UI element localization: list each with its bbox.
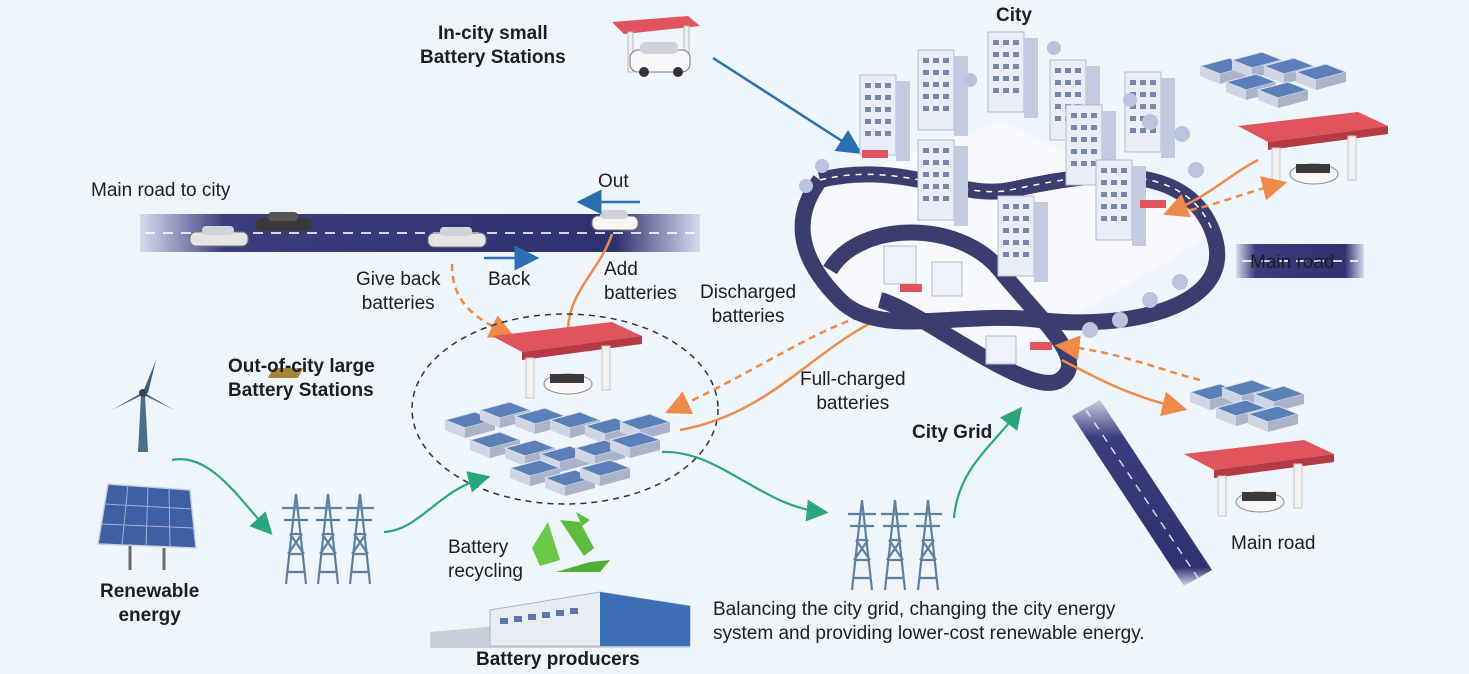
station-to-grid-arrow <box>661 450 829 522</box>
back-label: Back <box>488 269 531 290</box>
parking-mark <box>267 368 304 378</box>
recycle-icon <box>532 512 610 572</box>
solar-panel-icon <box>97 483 197 570</box>
battery-recycling-label: Battery recycling <box>448 537 523 582</box>
out-label: Out <box>598 171 629 192</box>
grid-to-city-arrow <box>952 406 1023 519</box>
city-illustration <box>790 31 1226 391</box>
car-icon <box>591 210 639 231</box>
renewable-energy-label: Renewable energy <box>100 581 200 626</box>
battery-storage-icon <box>444 401 671 497</box>
right-top-to-city-arrow <box>1163 158 1259 218</box>
in-city-stations-label: In-city small Battery Stations <box>420 23 566 68</box>
in-city-station-link-arrow <box>712 56 863 155</box>
factory-icon <box>430 591 691 648</box>
out-of-city-stations-label: Out-of-city large Battery Stations <box>228 356 375 401</box>
city-grid-label: City Grid <box>912 422 993 443</box>
car-icon <box>256 212 312 231</box>
wind-turbine-icon <box>112 360 174 452</box>
battery-storage-top-right-icon <box>1199 51 1347 109</box>
main-road-right-bottom-label: Main road <box>1231 533 1316 554</box>
battery-storage-bottom-right-icon <box>1189 379 1305 433</box>
discharged-label: Discharged batteries <box>700 282 797 327</box>
full-charged-label: Full-charged batteries <box>800 369 906 414</box>
station-top-right-icon <box>1237 111 1389 189</box>
out-of-city-station-boundary <box>411 313 719 505</box>
car-icon <box>427 227 487 248</box>
add-batteries-label: Add batteries <box>604 259 677 304</box>
battery-producers-label: Battery producers <box>476 649 640 670</box>
give-back-label: Give back batteries <box>356 269 441 314</box>
car-icon <box>189 226 249 247</box>
city-to-right-bottom-arrow <box>1061 358 1188 417</box>
add-batteries-arrow <box>566 233 614 329</box>
city-grid-pylons-icon <box>846 498 944 592</box>
right-bottom-to-city-dashed <box>1054 335 1201 382</box>
main-road-to-city <box>140 210 700 252</box>
station-bottom-right-icon <box>1183 439 1335 517</box>
battery-station-canopy-icon <box>491 321 643 399</box>
power-pylons-icon <box>280 492 376 586</box>
pylon-to-station-arrow <box>383 471 491 534</box>
city-label: City <box>996 5 1032 26</box>
main-road-right-top-label: Main road <box>1250 252 1335 273</box>
in-city-station-icon <box>612 16 700 77</box>
renewable-flow-arrow <box>171 458 273 535</box>
main-road-lower <box>1072 400 1212 586</box>
caption-text: Balancing the city grid, changing the ci… <box>713 599 1145 644</box>
main-road-to-city-label: Main road to city <box>91 180 231 201</box>
